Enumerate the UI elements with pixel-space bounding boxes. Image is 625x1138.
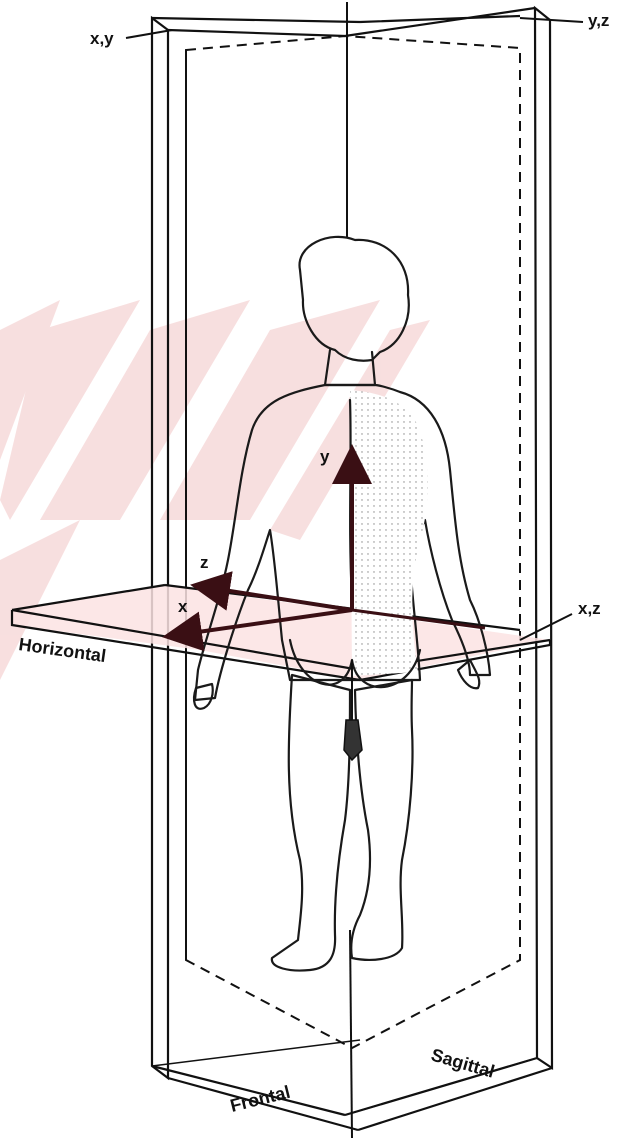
xy-leader-line — [126, 30, 172, 38]
plane-intersection-line-bottom — [350, 930, 352, 1138]
yz-leader-line — [520, 18, 583, 22]
plane-xy-label: x,y — [90, 29, 114, 48]
axis-x-label: x — [178, 597, 188, 616]
sagittal-plane-label: Sagittal — [429, 1045, 497, 1082]
axis-z-label: z — [200, 553, 209, 572]
plane-yz-label: y,z — [588, 11, 609, 30]
figure-left-leg — [272, 675, 350, 971]
plane-xz-label: x,z — [578, 599, 601, 618]
figure-right-leg — [351, 680, 412, 960]
xz-leader-line — [520, 614, 572, 640]
axis-y-label: y — [320, 447, 330, 466]
frontal-base-edge — [152, 1040, 360, 1066]
